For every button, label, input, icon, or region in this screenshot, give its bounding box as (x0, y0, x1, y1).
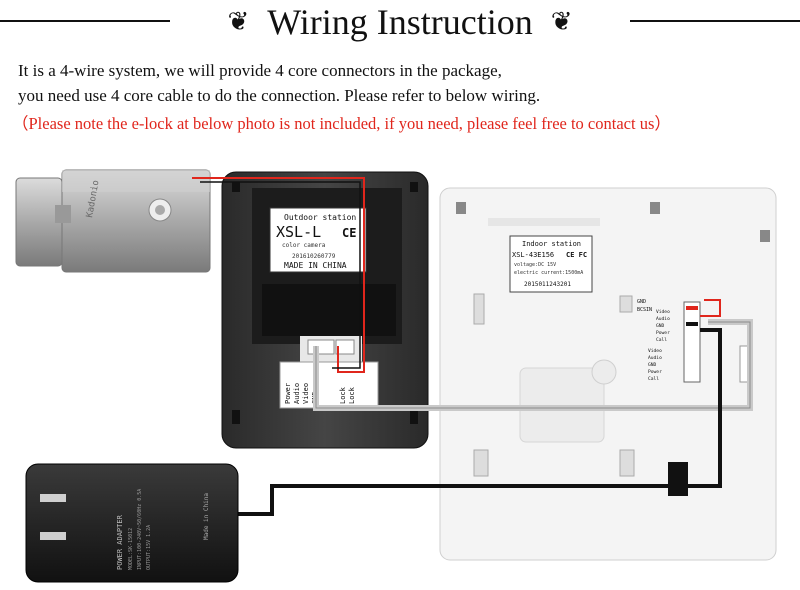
adapter-output: OUTPUT:15V 1.2A (146, 525, 152, 570)
indoor-current: electric current:1500mA (514, 270, 583, 276)
red-wire-indoor (700, 299, 721, 317)
indoor-label-heading: Indoor station (522, 240, 581, 248)
indoor-port-low-call: Call (648, 376, 659, 382)
outdoor-terminal-power: Power (284, 383, 292, 404)
outdoor-label-heading: Outdoor station (284, 213, 356, 222)
power-adapter: POWER ADAPTER MODEL:SK-15012 INPUT:100-2… (25, 463, 239, 583)
title-bar: ❦ Wiring Instruction ❦ (0, 0, 800, 44)
outdoor-terminal-lock-1: Lock (339, 386, 347, 404)
indoor-port-mid-audio: Audio (656, 316, 670, 322)
description-line-2: you need use 4 core cable to do the conn… (18, 86, 541, 105)
title-rule-right (630, 20, 800, 22)
fleur-ornament-right-icon: ❦ (548, 7, 575, 37)
fleur-ornament-left-icon: ❦ (225, 7, 252, 37)
indoor-port-mid-power: Power (656, 330, 670, 336)
outdoor-terminal-audio: Audio (293, 383, 301, 404)
adapter-input: INPUT:100-240V~50/60Hz 0.5A (137, 489, 143, 570)
indoor-port-low-video: Video (648, 348, 662, 354)
adapter-model: MODEL:SK-15012 (128, 528, 134, 570)
indoor-port-low-gnd: GND (648, 362, 657, 368)
description-line-1: It is a 4-wire system, we will provide 4… (18, 61, 502, 80)
indoor-station: Indoor station XSL-43E156 CE FC voltage:… (439, 187, 777, 561)
outdoor-station: Outdoor station XSL-L CE color camera 20… (221, 171, 429, 449)
indoor-port-low-audio: Audio (648, 355, 662, 361)
indoor-port-top-bcsin: BCSIN (637, 307, 652, 313)
gray-cable-outline (315, 321, 751, 409)
adapter-origin: Made in China (203, 493, 210, 540)
indoor-serial: 2015011243201 (524, 281, 571, 288)
title-rule-left (0, 20, 170, 22)
adapter-cable (232, 328, 722, 516)
indoor-port-mid-call: Call (656, 337, 667, 343)
indoor-model: XSL-43E156 (512, 251, 554, 259)
adapter-name: POWER ADAPTER (116, 514, 124, 570)
outdoor-terminal-lock-2: Lock (348, 386, 356, 404)
indoor-port-mid-gnd: GND (656, 323, 665, 329)
black-wire-lock (200, 181, 361, 369)
indoor-port-top-gnd: GND (637, 299, 646, 305)
indoor-voltage: voltage:DC 15V (514, 262, 556, 268)
outdoor-ce-mark: CE (342, 226, 356, 240)
outdoor-terminal-video: Video (302, 383, 310, 404)
indoor-port-mid-video: Video (656, 309, 670, 315)
e-lock: Kadonio (15, 169, 211, 273)
indoor-port-low-power: Power (648, 369, 662, 375)
red-wire-lock (192, 177, 365, 373)
indoor-marks: CE FC (566, 251, 587, 259)
page-title: Wiring Instruction (261, 1, 539, 43)
outdoor-serial: 201610260779 (292, 253, 336, 260)
description-note: （Please note the e-lock at below photo i… (12, 114, 671, 133)
outdoor-subtitle: color camera (282, 242, 326, 249)
outdoor-origin: MADE IN CHINA (284, 261, 347, 270)
outdoor-model: XSL-L (276, 223, 321, 241)
wires (192, 177, 753, 516)
